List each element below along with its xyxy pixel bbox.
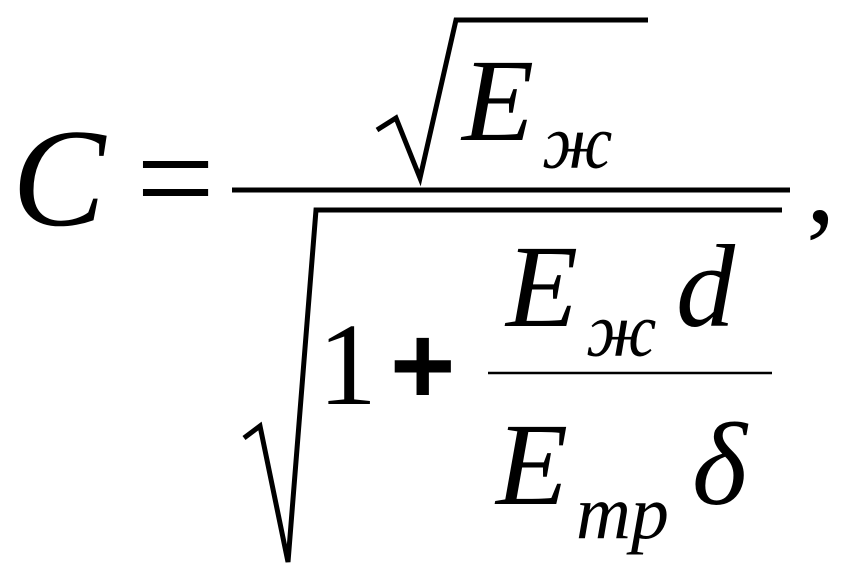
plus-sign: +	[390, 303, 455, 428]
inner-denominator-delta: δ	[692, 399, 749, 530]
inner-denominator-E: E	[494, 399, 568, 530]
numerator-E: E	[460, 35, 534, 166]
equals-sign: =	[136, 101, 215, 256]
inner-numerator-E: E	[504, 221, 578, 352]
numerator-subscript: ж	[542, 101, 613, 185]
inner-denominator-subscript: тр	[576, 471, 669, 555]
numerator-radical-sign	[375, 17, 648, 187]
lhs-variable: C	[12, 101, 107, 256]
denominator-one: 1	[318, 299, 377, 430]
denominator-radical-sign	[242, 207, 782, 563]
inner-numerator-subscript: ж	[586, 289, 657, 373]
inner-numerator-d: d	[676, 221, 736, 352]
trailing-comma: ,	[806, 117, 836, 248]
